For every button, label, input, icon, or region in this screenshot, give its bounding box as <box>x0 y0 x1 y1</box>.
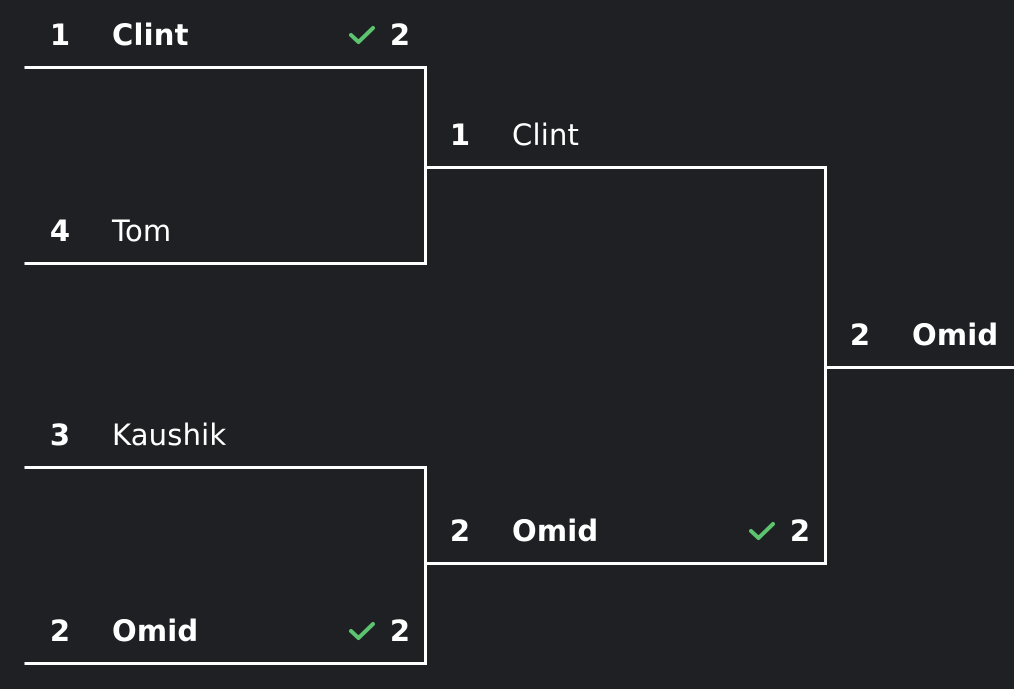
score: 2 <box>389 614 410 648</box>
player-name: Kaushik <box>112 418 227 452</box>
bracket-entry-r2-omid[interactable]: 2 Omid 2 <box>440 511 810 551</box>
bracket-entry-r1-tom[interactable]: 4 Tom <box>40 211 410 251</box>
seed: 2 <box>849 318 871 352</box>
check-icon <box>748 522 775 540</box>
seed: 4 <box>49 214 71 248</box>
bracket-line-r1-m1 <box>24 66 827 265</box>
seed: 2 <box>449 514 471 548</box>
bracket-entry-r2-clint[interactable]: 1 Clint <box>440 115 810 155</box>
player-name: Omid <box>512 514 599 548</box>
score: 2 <box>389 18 410 52</box>
match-result: 2 <box>348 611 410 651</box>
match-result: 2 <box>348 15 410 55</box>
player-name: Omid <box>912 318 999 352</box>
seed: 2 <box>49 614 71 648</box>
player-name: Tom <box>112 214 172 248</box>
bracket-entry-r1-clint[interactable]: 1 Clint 2 <box>40 15 410 55</box>
seed: 1 <box>449 118 471 152</box>
bracket-line-r1-m2 <box>24 466 827 665</box>
check-icon <box>348 26 375 44</box>
check-icon <box>348 622 375 640</box>
player-name: Omid <box>112 614 199 648</box>
seed: 1 <box>49 18 71 52</box>
bracket-line-r2 <box>824 166 1014 565</box>
player-name: Clint <box>112 18 189 52</box>
bracket-entry-champion[interactable]: 2 Omid <box>840 315 1010 355</box>
player-name: Clint <box>512 118 580 152</box>
bracket-entry-r1-omid[interactable]: 2 Omid 2 <box>40 611 410 651</box>
bracket-entry-r1-kaushik[interactable]: 3 Kaushik <box>40 415 410 455</box>
match-result: 2 <box>748 511 810 551</box>
seed: 3 <box>49 418 71 452</box>
score: 2 <box>789 514 810 548</box>
